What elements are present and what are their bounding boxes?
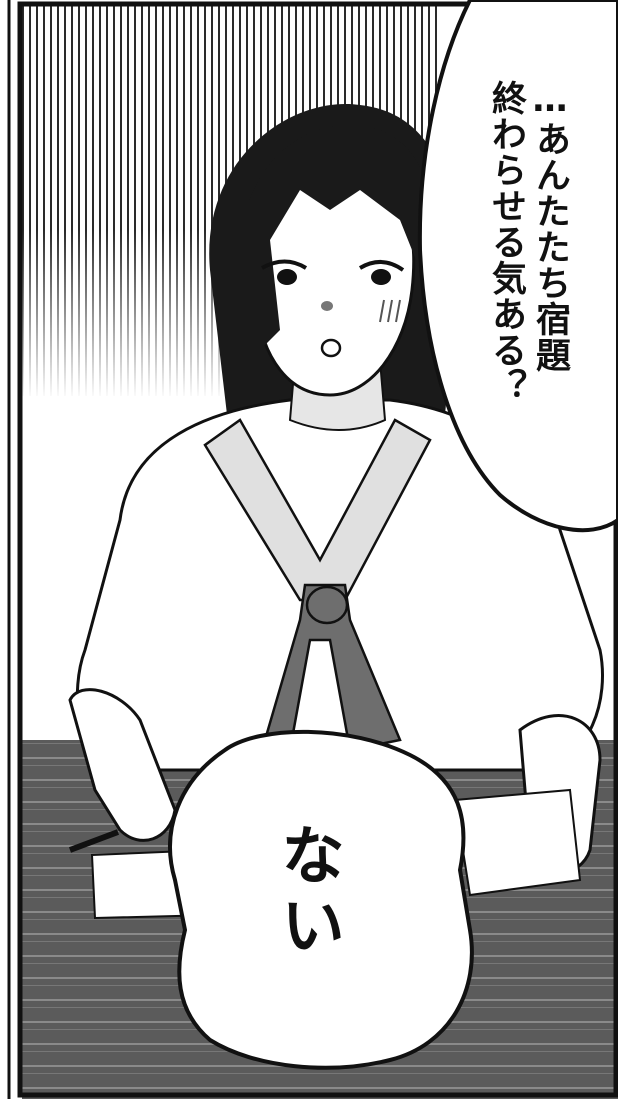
right-eye bbox=[371, 269, 391, 285]
notebook-right bbox=[453, 788, 582, 897]
left-eyelid bbox=[261, 259, 308, 270]
speech-bubble-bottom bbox=[168, 729, 474, 1070]
pencil bbox=[68, 829, 120, 853]
hair-bangs bbox=[240, 124, 430, 360]
speech-line-1: …あんたたち宿題 bbox=[530, 80, 570, 373]
left-eye bbox=[277, 269, 297, 285]
nose bbox=[321, 301, 333, 311]
scarf-knot bbox=[305, 585, 349, 625]
panel-border bbox=[17, 1, 618, 1098]
speech-text-bottom: ない bbox=[270, 822, 344, 962]
sailor-scarf bbox=[263, 583, 402, 752]
mouth bbox=[320, 338, 342, 358]
sailor-collar bbox=[203, 418, 432, 602]
blush-lines bbox=[379, 299, 401, 323]
speech-text-top: …あんたたち宿題 終わらせる気ある？ bbox=[484, 80, 572, 404]
speech-bubble-top bbox=[417, 0, 618, 533]
right-eyelid bbox=[358, 260, 405, 272]
speech-line-2: 終わらせる気ある？ bbox=[486, 80, 526, 404]
